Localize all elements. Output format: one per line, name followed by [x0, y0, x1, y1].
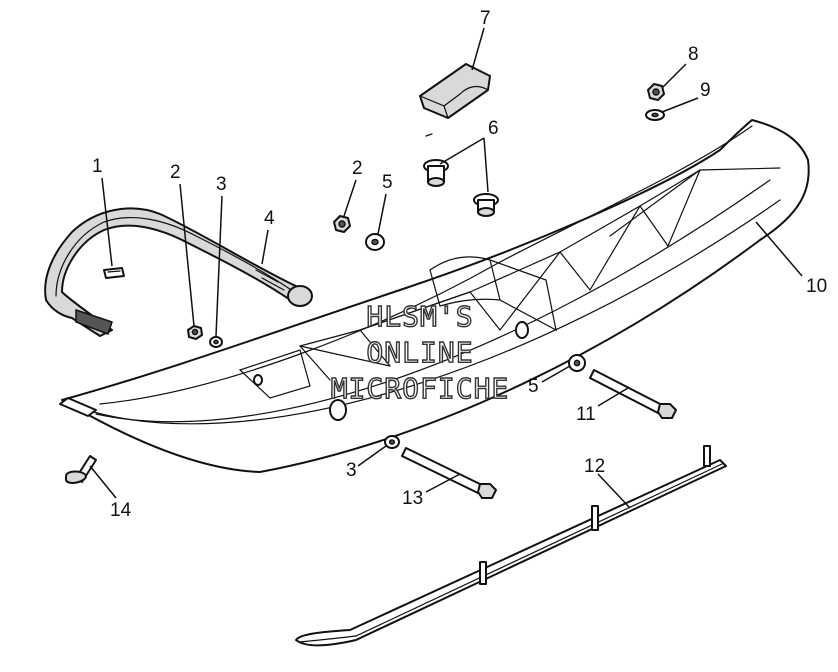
- callout-1: 1: [92, 156, 103, 177]
- callout-labels: 1 2 3 4 2 5 6 7 8 9 10 5 11 3 13 12 14: [92, 8, 827, 521]
- watermark-line-2: ONLINE: [366, 336, 473, 369]
- bushing-lower: [473, 193, 499, 217]
- washer-right: [568, 354, 586, 372]
- leader-lines: [89, 27, 803, 509]
- ski-body: [59, 119, 810, 473]
- watermark-line-3: MICROFICHE: [331, 372, 510, 405]
- callout-4: 4: [264, 208, 275, 229]
- washer-left: [209, 336, 223, 348]
- callout-13: 13: [402, 488, 423, 509]
- callout-3-lower: 3: [346, 460, 357, 481]
- washer-middle: [365, 233, 385, 251]
- nut-left: [187, 325, 203, 340]
- callout-5-right: 5: [528, 376, 539, 397]
- bushing-upper: [423, 159, 449, 187]
- bolt-lower: [401, 447, 497, 499]
- callout-6: 6: [488, 118, 499, 139]
- callout-3-left: 3: [216, 174, 227, 195]
- wear-bar: [295, 445, 727, 647]
- spacer-block: [419, 63, 491, 119]
- small-mark: [425, 133, 433, 137]
- callout-5-middle: 5: [382, 172, 393, 193]
- watermark: HLSM'S ONLINE MICROFICHE: [330, 299, 510, 405]
- ski-handle: [44, 207, 313, 337]
- callout-2-left: 2: [170, 162, 181, 183]
- watermark-line-1: HLSM'S: [366, 300, 473, 333]
- callout-7: 7: [480, 8, 491, 29]
- callout-12: 12: [584, 456, 605, 477]
- callout-10: 10: [806, 276, 827, 297]
- screw: [65, 455, 97, 484]
- nut-middle: [333, 215, 351, 233]
- nut-top-right: [647, 83, 665, 101]
- washer-top-right: [645, 109, 665, 121]
- callout-8: 8: [688, 44, 699, 65]
- callout-9: 9: [700, 80, 711, 101]
- callout-2-middle: 2: [352, 158, 363, 179]
- callout-11: 11: [576, 404, 596, 425]
- washer-lower: [384, 435, 400, 449]
- bolt-long: [589, 369, 677, 419]
- callout-14: 14: [110, 500, 132, 521]
- handle-clip: [103, 267, 125, 279]
